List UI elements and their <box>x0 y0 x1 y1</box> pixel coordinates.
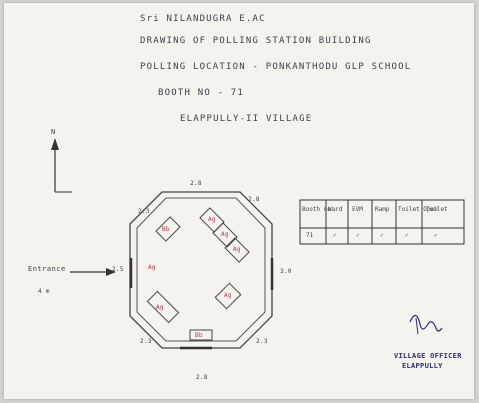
table-value-booth: 71 <box>306 232 314 239</box>
dim-right: 3.0 <box>280 268 292 275</box>
dim-bottom-right: 2.3 <box>256 338 268 345</box>
dim-top-left: 2.3 <box>138 208 150 215</box>
north-arrow-icon <box>51 138 72 193</box>
room-f-label: Ag <box>156 304 164 311</box>
entrance-scale: 4 m <box>38 288 50 295</box>
table-value-toilet: ✓ <box>434 232 438 239</box>
room-d-label: Ag <box>233 246 241 253</box>
table-header-ward: Ward <box>328 206 343 213</box>
header-line-2: DRAWING OF POLLING STATION BUILDING <box>140 36 372 46</box>
table-header-evm: EVM <box>352 206 363 213</box>
header-line-5: ELAPPULLY-II VILLAGE <box>180 114 313 124</box>
header-line-3: POLLING LOCATION - PONKANTHODU GLP SCHOO… <box>140 62 412 72</box>
room-c-label: Ag <box>221 231 229 238</box>
table-value-evm: ✓ <box>356 232 360 239</box>
room-h-label: Ag <box>148 264 156 271</box>
building-inner-outline <box>136 197 266 342</box>
entrance-label: Entrance <box>28 265 66 273</box>
table-header-booth: Booth no <box>302 206 331 213</box>
dim-top: 2.8 <box>190 180 202 187</box>
room-e-label: Ag <box>224 292 232 299</box>
table-header-toilet: Toilet <box>426 206 448 213</box>
header-line-1: Sri NILANDUGRA E.AC <box>140 14 266 24</box>
dim-bottom: 2.8 <box>196 374 208 381</box>
table-value-toilet-open: ✓ <box>405 232 409 239</box>
room-b-label: Ag <box>208 216 216 223</box>
building-outline <box>129 191 273 349</box>
room-g-label: Bb <box>195 332 203 339</box>
table-value-ramp: ✓ <box>380 232 384 239</box>
north-label: N <box>51 128 56 136</box>
header-line-4: BOOTH NO - 71 <box>158 88 245 98</box>
entrance-arrow-icon <box>70 268 116 276</box>
dim-left: 2.5 <box>112 266 124 273</box>
table-header-toilet-open: Toilet Open <box>398 206 438 213</box>
dim-top-right: 2.8 <box>248 196 260 203</box>
room-a-label: Bb <box>162 226 170 233</box>
table-header-ramp: Ramp <box>375 206 390 213</box>
booth-table-grid <box>299 199 465 245</box>
seal-line-2: ELAPPULLY <box>402 362 443 370</box>
seal-line-1: VILLAGE OFFICER <box>394 352 462 360</box>
signature-icon <box>409 314 443 335</box>
table-value-ward: ✓ <box>333 232 337 239</box>
dim-bottom-left: 2.3 <box>140 338 152 345</box>
